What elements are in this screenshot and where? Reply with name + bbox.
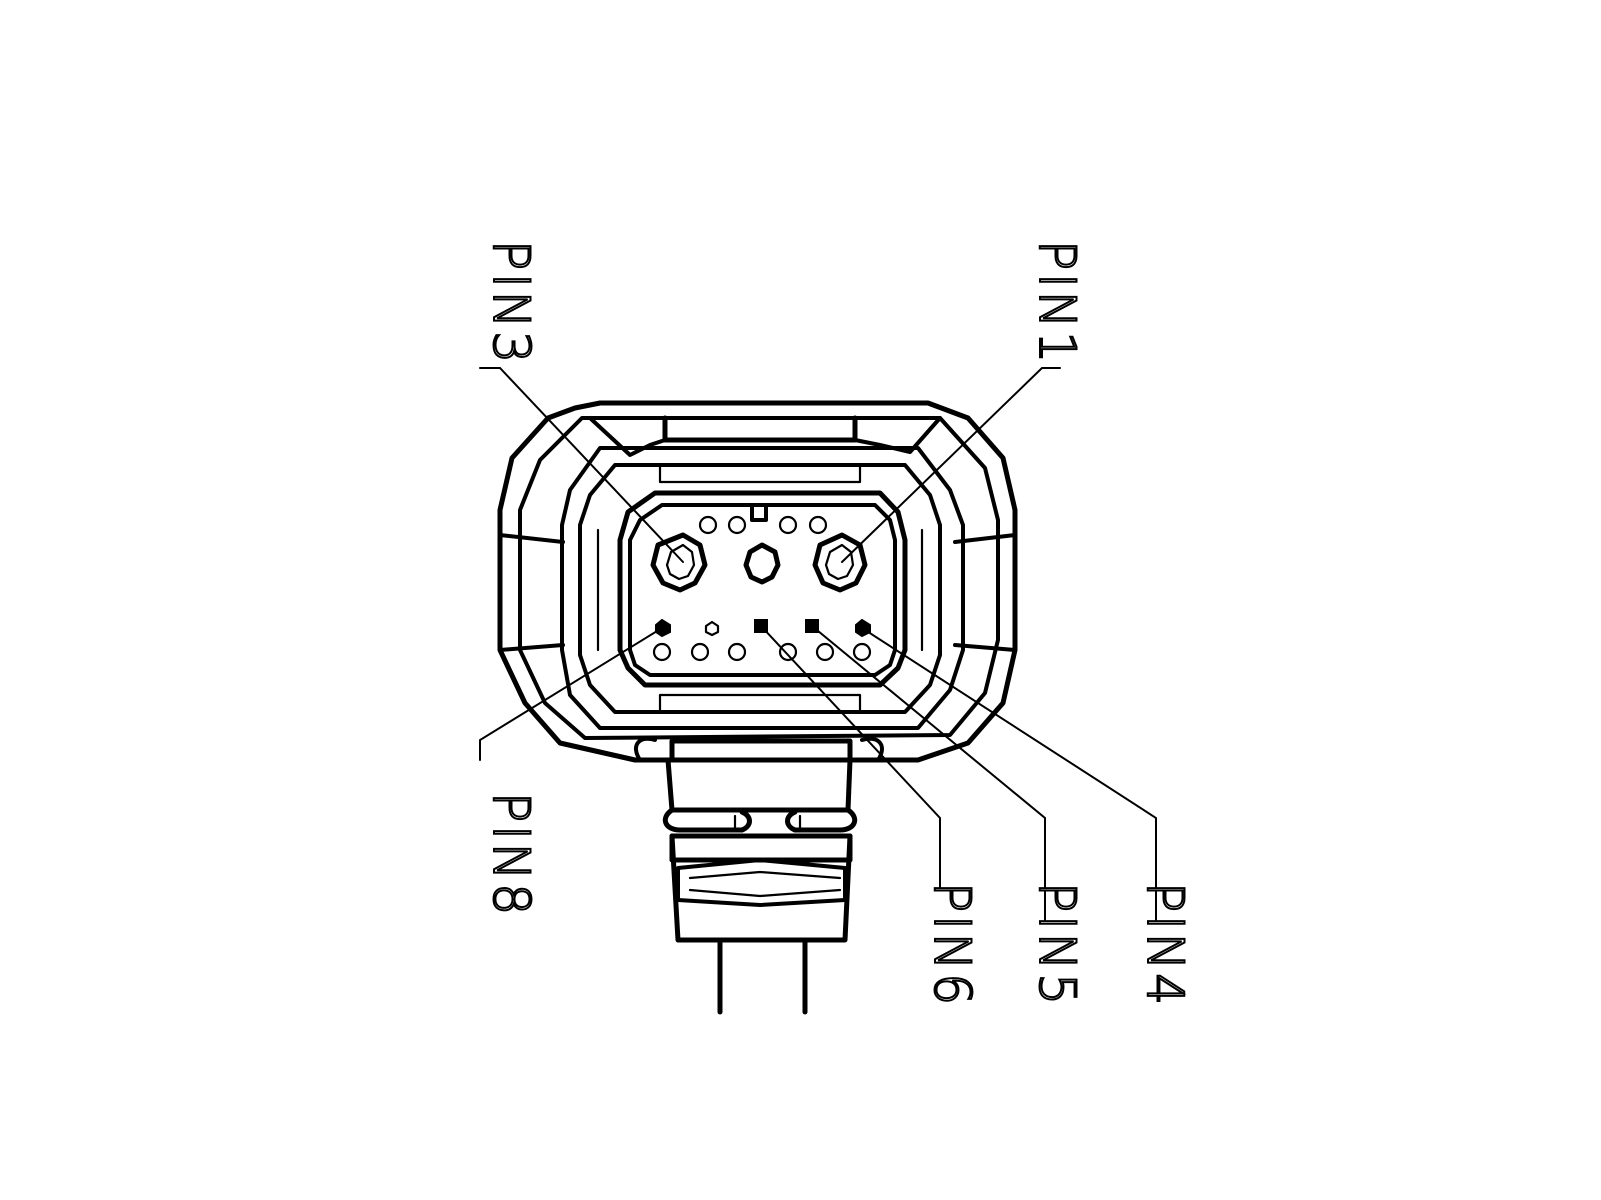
leader-pin8 — [479, 627, 663, 761]
small-pins-top-row — [698, 515, 828, 535]
label-pin5: PIN5 — [1028, 882, 1086, 1008]
pin-labels: PIN1 PIN3 PIN4 PIN5 PIN6 PIN8 — [481, 239, 1195, 1009]
leader-pin4 — [861, 627, 1157, 921]
connector-inner-frame — [560, 446, 965, 730]
pin-large-center — [743, 542, 781, 585]
leader-pin3 — [479, 367, 684, 563]
connector-boot — [669, 833, 853, 943]
pin-large-right — [812, 532, 868, 593]
label-pin6: PIN6 — [923, 882, 981, 1008]
label-pin4: PIN4 — [1136, 882, 1194, 1008]
small-pins-bottom-row — [652, 642, 872, 662]
connector-latch — [634, 736, 884, 833]
label-pin3: PIN3 — [482, 240, 540, 366]
cable-wires — [717, 937, 808, 1015]
label-pin8: PIN8 — [482, 792, 540, 918]
leader-pin5 — [811, 625, 1046, 921]
leader-pin6 — [760, 625, 941, 891]
leader-pin1 — [841, 367, 1061, 563]
pin-large-left — [650, 532, 708, 593]
leader-lines — [479, 367, 1157, 921]
label-pin1: PIN1 — [1028, 240, 1086, 366]
pin-cavity — [617, 490, 908, 688]
